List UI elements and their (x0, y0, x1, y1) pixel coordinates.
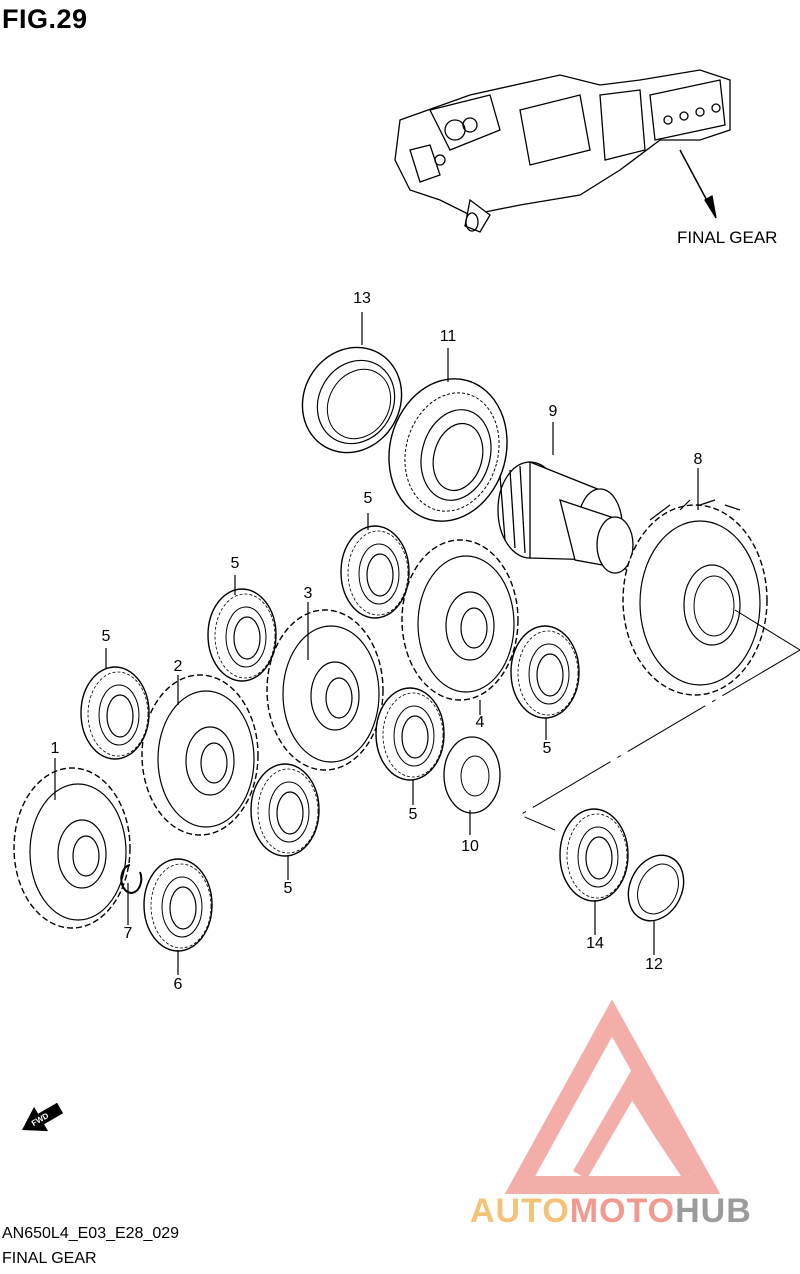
bearing-5-f (250, 763, 320, 857)
callout-5-a: 5 (363, 490, 373, 507)
oil-seal-13 (301, 346, 403, 454)
diagram-name: FINAL GEAR (2, 1250, 97, 1267)
watermark-part-moto: MOTO (569, 1192, 676, 1230)
callout-5-d: 5 (542, 740, 552, 757)
callout-3: 3 (303, 585, 313, 602)
callout-9: 9 (548, 403, 558, 420)
callout-5-b: 5 (230, 555, 240, 572)
callout-10: 10 (461, 838, 479, 855)
engine-assembly-sketch (394, 69, 731, 233)
automotohub-logo-mark (504, 999, 721, 1194)
assembly-guide-line (518, 609, 800, 831)
final-gear-label: FINAL GEAR (677, 228, 778, 247)
bearing-5-e (375, 687, 445, 781)
oil-seal-12 (627, 854, 685, 922)
final-gear-8 (622, 499, 768, 696)
callout-13: 13 (353, 290, 371, 307)
drive-shaft-9 (497, 461, 634, 574)
callout-7: 7 (123, 925, 133, 942)
watermark-part-auto: AUTO (470, 1192, 570, 1230)
figure-title: FIG.29 (2, 4, 88, 34)
leader-lines (54, 312, 699, 975)
bearing-6 (143, 858, 213, 952)
callout-5-e: 5 (408, 806, 418, 823)
circlip-7 (120, 864, 143, 894)
bearing-5-c (80, 666, 150, 760)
gear-1 (13, 767, 131, 929)
gear-4 (401, 539, 519, 701)
callout-5-f: 5 (283, 880, 293, 897)
callout-8: 8 (693, 451, 703, 468)
bearing-14 (559, 808, 629, 902)
bearing-5-a (340, 525, 410, 619)
callout-5-c: 5 (101, 628, 111, 645)
callout-11: 11 (439, 328, 457, 345)
gear-3 (266, 609, 384, 771)
diagram-code: AN650L4_E03_E28_029 (2, 1225, 180, 1242)
gear-2 (141, 674, 259, 836)
washer-10 (443, 736, 501, 814)
bearing-11 (388, 378, 508, 522)
callout-6: 6 (173, 976, 183, 993)
watermark-part-hub: HUB (675, 1192, 752, 1230)
callout-12: 12 (645, 956, 663, 973)
callout-4: 4 (475, 714, 485, 731)
bearing-5-b (207, 588, 277, 682)
bearing-5-d (510, 625, 580, 719)
callout-14: 14 (586, 935, 604, 952)
callout-1: 1 (50, 740, 60, 757)
watermark-wordmark: AUTOMOTOHUB (470, 1192, 752, 1231)
callout-2: 2 (173, 658, 183, 675)
